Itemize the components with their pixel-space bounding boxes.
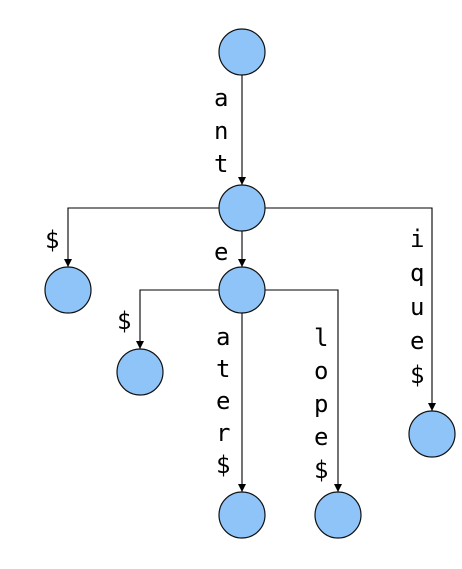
node-anteater-end — [218, 491, 266, 539]
node-ante — [218, 266, 266, 314]
edge-ant-ant-end — [64, 207, 219, 267]
node-ant-end — [44, 266, 92, 314]
edge-ante-ante-end — [136, 289, 219, 349]
node-antelope-end — [314, 491, 362, 539]
edge-ante-antelope — [265, 289, 342, 492]
node-ante-end — [116, 348, 164, 396]
edge-ant-ante-label: e — [214, 238, 228, 266]
node-ant — [218, 184, 266, 232]
node-antique-end — [408, 410, 456, 458]
node-root — [218, 28, 266, 76]
edge-ant-ant-end-label: $ — [45, 226, 59, 254]
edge-ante-ante-end-label: $ — [117, 307, 131, 335]
edge-ant-antique — [265, 207, 436, 411]
